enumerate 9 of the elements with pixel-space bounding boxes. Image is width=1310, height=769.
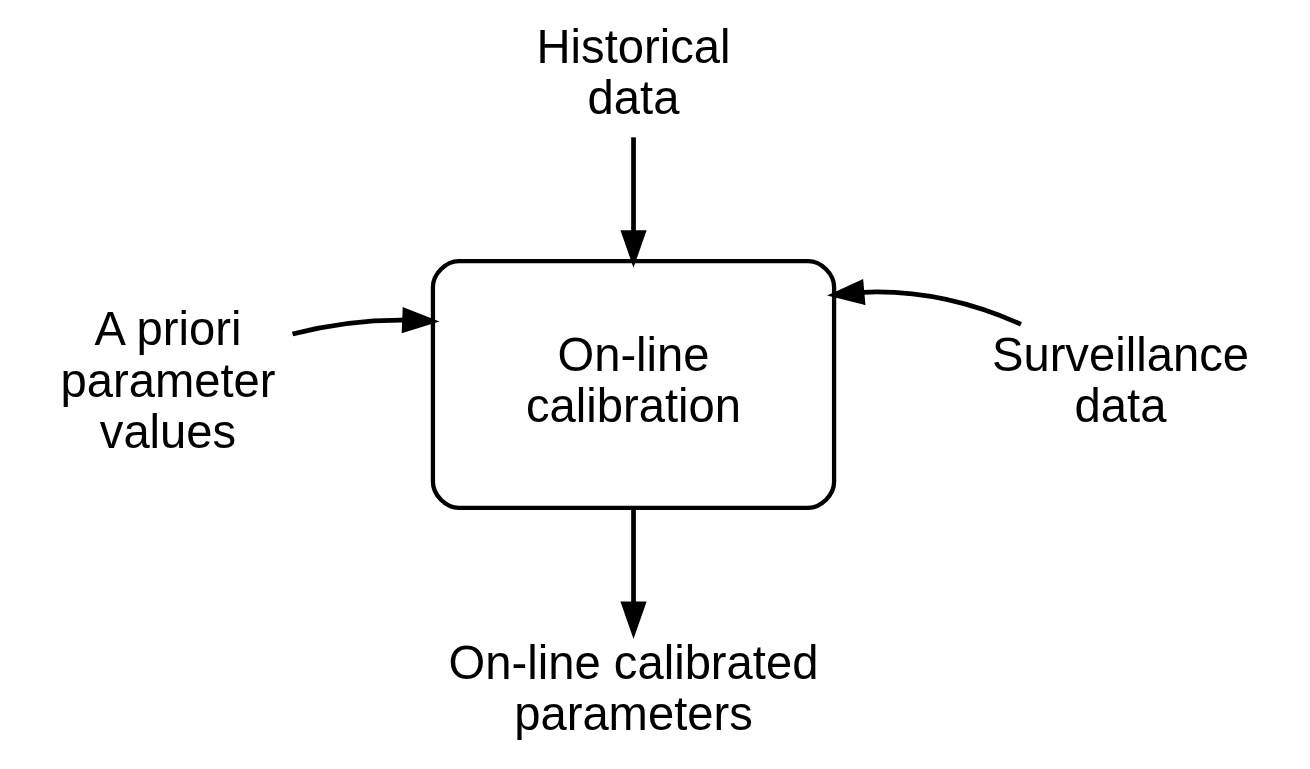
arrow (619, 137, 647, 268)
node-text: A priori parameter values (59, 302, 276, 458)
node-text: Surveillance data (991, 327, 1249, 433)
arrow (291, 307, 440, 337)
node-box: On-line calibration (430, 259, 836, 510)
arrow (826, 279, 1022, 327)
node-text: On-line calibrated parameters (448, 635, 818, 741)
node-text: Historical data (536, 19, 731, 125)
arrow (619, 508, 647, 639)
